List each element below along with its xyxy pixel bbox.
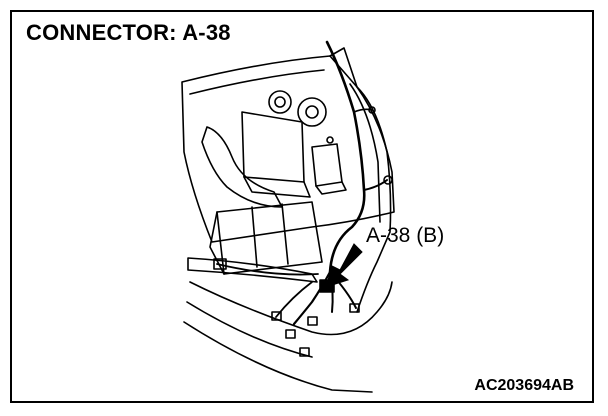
radiator-support xyxy=(187,257,318,283)
harness-branch-right xyxy=(363,179,388,191)
intake-hose xyxy=(201,126,283,208)
reservoir-cap-2-inner xyxy=(305,105,319,119)
battery xyxy=(311,143,343,187)
engine-bay-illustration xyxy=(181,40,395,393)
air-cleaner-box xyxy=(241,111,305,183)
fender-edge xyxy=(349,83,381,223)
connector-callout-label: A-38 (B) xyxy=(366,224,445,247)
hood-inner-edge xyxy=(189,69,325,95)
reservoir-cap-2 xyxy=(297,97,327,127)
reservoir-cap-1-inner xyxy=(274,96,286,108)
bumper-lower xyxy=(183,321,373,393)
reservoir-cap-1 xyxy=(268,90,292,114)
engine-block xyxy=(216,201,323,275)
front-bumper xyxy=(189,281,393,336)
hood-outline xyxy=(181,55,395,243)
connector-title: CONNECTOR: A-38 xyxy=(26,20,231,45)
diagram-frame: CONNECTOR: A-38 A-38 (B) AC203694AB xyxy=(10,10,594,403)
right-fender xyxy=(356,86,392,313)
main-harness xyxy=(325,40,366,274)
harness-branch-top xyxy=(353,108,373,113)
pointer-arrow xyxy=(325,243,363,288)
hood-hinge xyxy=(329,47,358,88)
figure-id: AC203694AB xyxy=(474,377,574,394)
